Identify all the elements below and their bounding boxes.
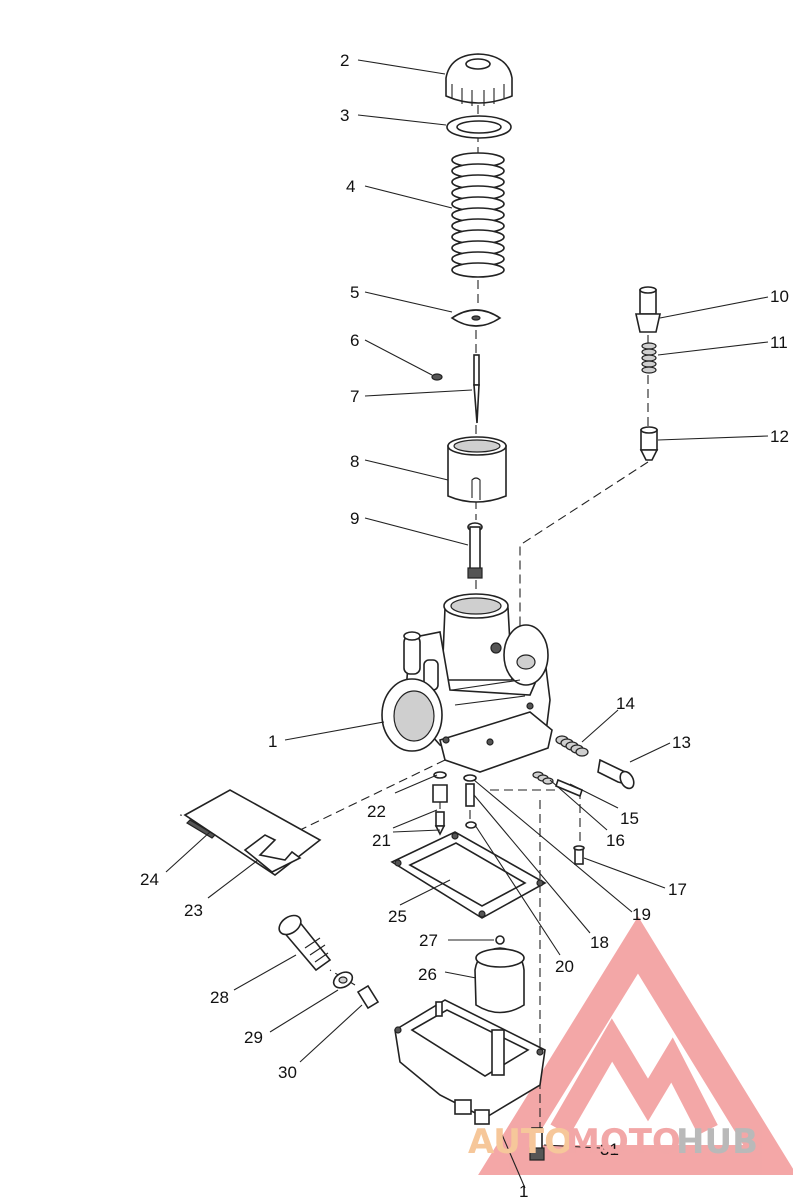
- watermark-hub: HUB: [676, 1122, 758, 1162]
- label-22: 22: [367, 802, 386, 821]
- label-30: 30: [278, 1063, 297, 1082]
- label-25: 25: [388, 907, 407, 926]
- watermark-moto: MOTO: [566, 1122, 681, 1162]
- part-ball-27: [495, 935, 505, 945]
- label-6: 6: [350, 331, 359, 350]
- assembly-lines: [179, 105, 649, 1150]
- label-27: 27: [419, 931, 438, 950]
- label-7: 7: [350, 387, 359, 406]
- part-drain-jet: [356, 984, 380, 1010]
- label-17: 17: [668, 880, 687, 899]
- label-16: 16: [606, 831, 625, 850]
- part-float: [474, 947, 525, 1014]
- label-15: 15: [620, 809, 639, 828]
- label-21: 21: [372, 831, 391, 850]
- label-28: 28: [210, 988, 229, 1007]
- label-9: 9: [350, 509, 359, 528]
- label-14: 14: [616, 694, 635, 713]
- label-12: 12: [770, 427, 789, 446]
- part-clip: [431, 373, 443, 381]
- label-11: 11: [770, 333, 788, 352]
- part-throttle-valve: [447, 436, 507, 503]
- part-float-arm-23: [243, 834, 302, 873]
- label-29: 29: [244, 1028, 263, 1047]
- part-spring: [451, 152, 505, 278]
- label-3: 3: [340, 106, 349, 125]
- part-jet-needle: [473, 354, 480, 424]
- part-float-bowl: [394, 999, 546, 1125]
- watermark-logo: [478, 916, 793, 1175]
- label-19: 19: [632, 905, 651, 924]
- part-needle-jet: [467, 522, 483, 579]
- label-1-bottom: 1: [519, 1182, 528, 1200]
- leader-lines: [165, 59, 769, 1189]
- part-retainer-plate: [450, 309, 502, 327]
- part-throttle-stop-screw: [597, 758, 635, 790]
- part-bowl-gasket: [390, 831, 547, 919]
- part-drain-screw: [278, 914, 332, 972]
- label-10: 10: [770, 287, 789, 306]
- part-spring-14: [555, 735, 589, 757]
- label-8: 8: [350, 452, 359, 471]
- label-5: 5: [350, 283, 359, 302]
- label-23: 23: [184, 901, 203, 920]
- label-1-body: 1: [268, 732, 277, 751]
- label-26: 26: [418, 965, 437, 984]
- label-18: 18: [590, 933, 609, 952]
- part-washer: [446, 115, 512, 139]
- label-4: 4: [346, 177, 355, 196]
- part-pilot-screw: [532, 771, 583, 798]
- part-cap: [445, 53, 513, 106]
- callout-labels: 2 3 4 5 6 7 8 9 10 11 12 1 14 13 22 15 2…: [140, 51, 789, 1200]
- label-31: 31: [600, 1140, 619, 1159]
- label-24: 24: [140, 870, 159, 889]
- part-carburetor-body: [381, 593, 553, 773]
- watermark-text: AUTO MOTO HUB: [468, 1122, 758, 1162]
- part-bowl-screw: [529, 1127, 545, 1161]
- part-pilot-screw-set: [635, 286, 661, 461]
- part-screw-17: [573, 845, 585, 865]
- label-20: 20: [555, 957, 574, 976]
- part-plate-24: [183, 789, 322, 876]
- label-2: 2: [340, 51, 349, 70]
- part-drain-washer: [332, 971, 354, 989]
- label-13: 13: [672, 733, 691, 752]
- watermark-auto: AUTO: [468, 1122, 573, 1162]
